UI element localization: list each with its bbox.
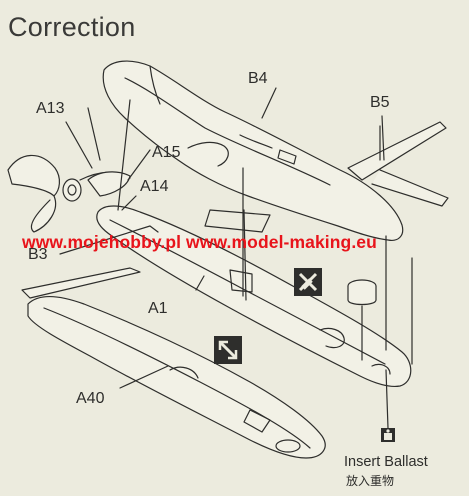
lower-fuselage-a1 <box>96 205 412 387</box>
part-label-a40: A40 <box>76 390 105 407</box>
propeller-a13 <box>7 154 60 197</box>
wing-b3 <box>21 267 141 299</box>
watermark-text: www.mojehobby.pl www.model-making.eu <box>22 232 377 252</box>
part-label-b3: B3 <box>28 246 48 263</box>
part-label-a1: A1 <box>148 300 168 317</box>
cement-do-not-glue-icon <box>294 268 322 296</box>
page-title: Correction <box>8 12 136 42</box>
part-label-a13: A13 <box>36 100 65 117</box>
part-label-a14: A14 <box>140 178 169 195</box>
ballast-weight-icon <box>381 428 395 442</box>
part-label-a15: A15 <box>152 144 181 161</box>
part-label-b5: B5 <box>370 94 390 111</box>
part-label-b4: B4 <box>248 70 268 87</box>
ballast-label: Insert Ballast <box>344 454 428 470</box>
ballast-label-cn: 放入重物 <box>346 474 395 488</box>
nose-a15 <box>87 171 131 197</box>
cement-glue-icon <box>214 336 242 364</box>
lower-body-a40 <box>27 295 326 459</box>
tailplane-b5 <box>347 121 447 181</box>
